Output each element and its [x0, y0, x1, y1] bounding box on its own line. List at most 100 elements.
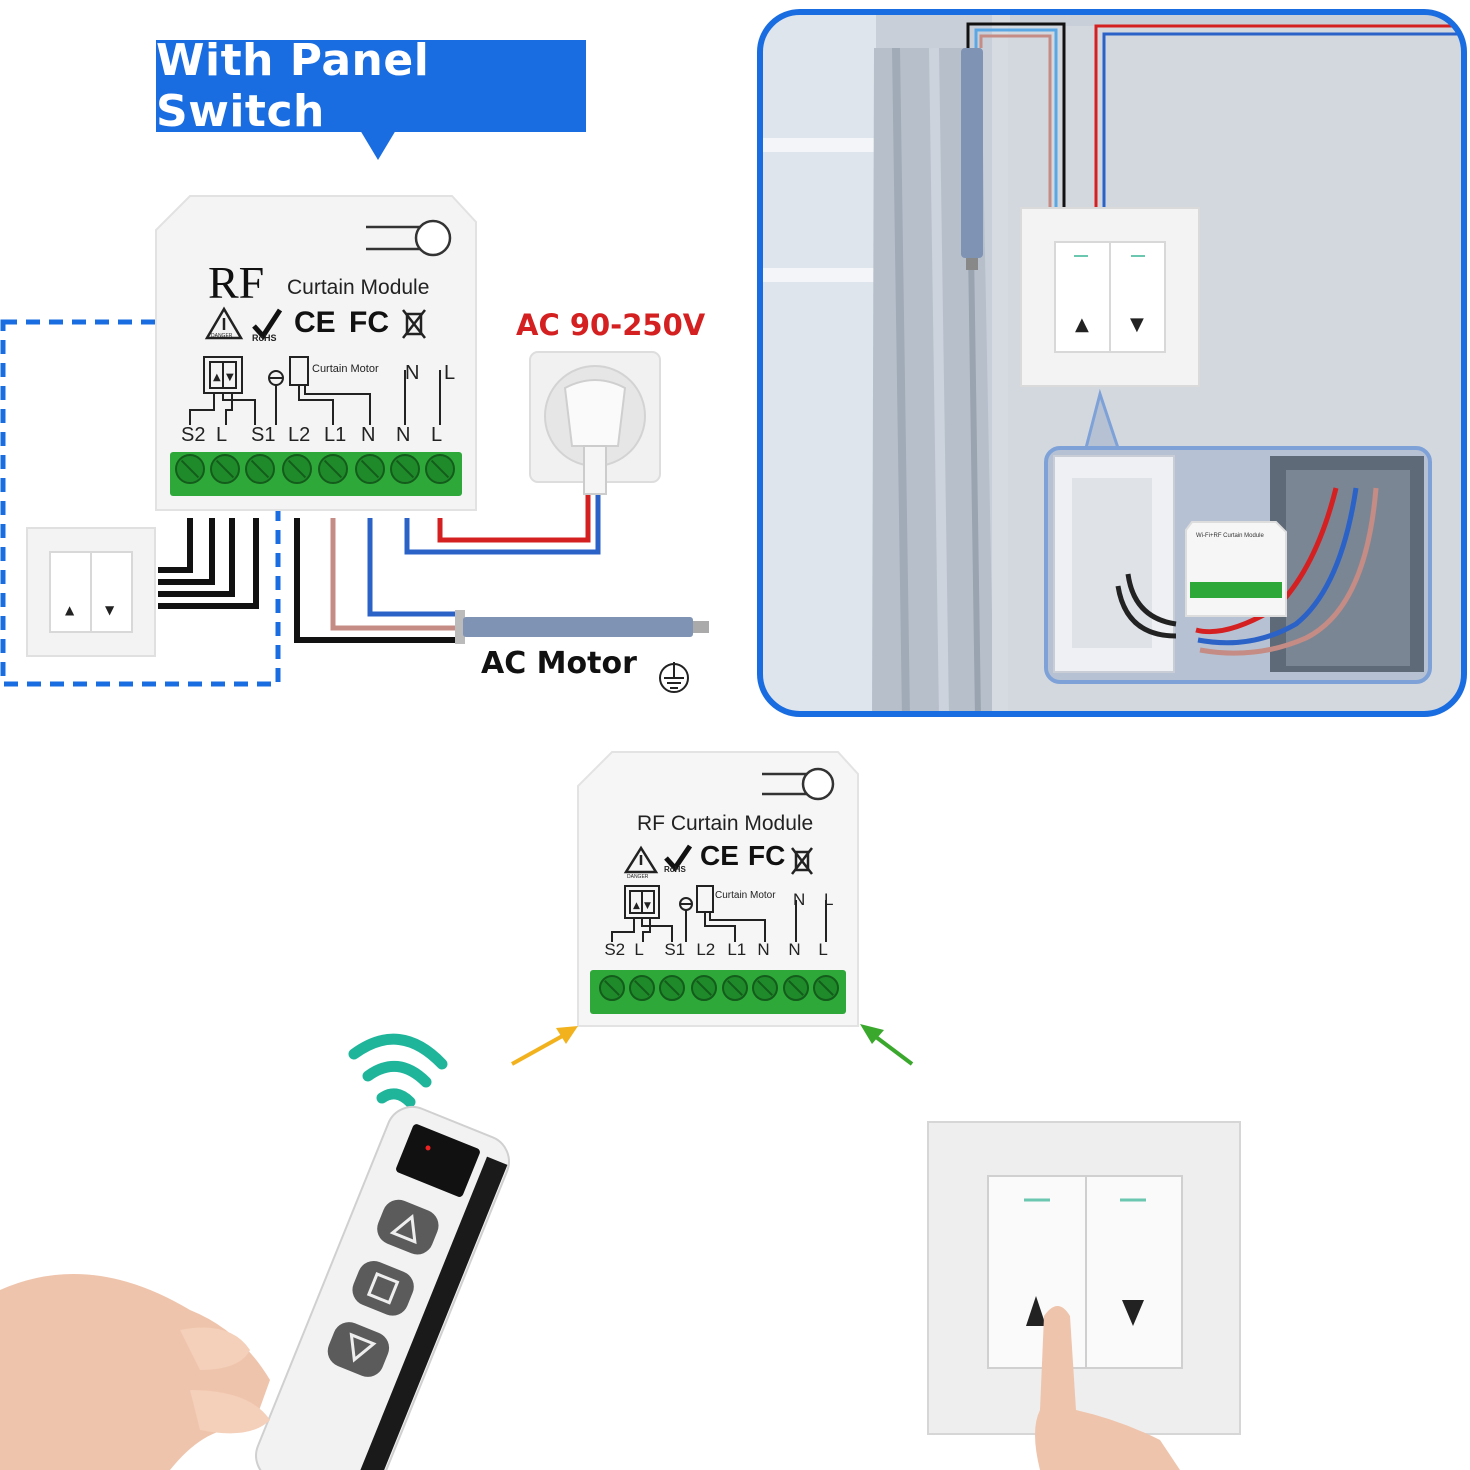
terminal-label: N: [788, 940, 801, 959]
bottom-terminal-block: [590, 970, 846, 1014]
bottom-module-tab: [762, 767, 835, 801]
weee-bin-icon: [791, 847, 813, 875]
module-body: [155, 195, 477, 511]
ce-mark: CE: [700, 840, 739, 871]
danger-icon: [623, 845, 659, 874]
down-arrow-icon: ▼: [644, 901, 651, 911]
switch-area-outline: [0, 319, 281, 687]
finger: [1035, 1306, 1180, 1470]
rohs-mark: RoHS: [252, 333, 277, 343]
terminal-label: L: [818, 940, 828, 959]
up-arrow-icon: ▲: [1075, 314, 1089, 335]
scene-frame: [757, 9, 1467, 717]
motor-label: Curtain Motor: [312, 363, 379, 375]
installation-scene: ▲ ▼: [757, 9, 1467, 717]
banner-title: With Panel Switch: [156, 35, 586, 137]
terminal-label: L: [634, 940, 644, 959]
plug-cable: [583, 445, 607, 495]
inset-module-label: Wi-Fi+RF Curtain Module: [1196, 533, 1264, 539]
down-arrow-icon: ▼: [1130, 314, 1144, 335]
danger-mark: DANGER: [627, 874, 649, 880]
up-arrow-icon: ▲: [65, 603, 75, 617]
remote-led: [425, 1145, 431, 1151]
bottom-motor-label: Curtain Motor: [715, 890, 776, 901]
terminal-label: S1: [664, 940, 686, 959]
terminal-screws: [175, 454, 455, 484]
motor-wire-brown: [330, 518, 455, 631]
terminal-label: L2: [288, 424, 311, 446]
remote-control: [255, 1105, 510, 1470]
hand-left: [0, 1274, 270, 1470]
down-arrow-icon: ▼: [226, 372, 234, 383]
terminal-label: L1: [324, 424, 347, 446]
callout-pointer: [1084, 388, 1120, 449]
motor-tube: [463, 617, 693, 637]
terminal-label: N: [361, 424, 376, 446]
rohs-mark: RoHS: [664, 865, 686, 874]
upper-label-l: L: [444, 362, 456, 384]
motor-wire-black: [294, 518, 455, 643]
up-arrow-icon: ▲: [213, 372, 221, 383]
motor-cap: [455, 610, 465, 644]
down-arrow-icon: ▼: [105, 603, 115, 617]
up-arrow-icon: [389, 1214, 417, 1245]
bottom-scene: ▲ ▼: [0, 751, 1241, 1470]
motor-wire-blue: [367, 518, 455, 617]
bottom-upper-label-n: N: [793, 890, 806, 909]
danger-mark: DANGER: [211, 333, 233, 339]
terminal-label: S2: [181, 424, 206, 446]
remote-screen: [396, 1124, 480, 1197]
terminal-block: [170, 452, 462, 496]
fcc-mark: FC: [748, 840, 786, 871]
power-wire-blue: [404, 494, 601, 555]
ce-mark: CE: [294, 306, 336, 339]
terminal-label: S2: [604, 940, 626, 959]
ground-icon: [659, 662, 689, 693]
wire-lightblue: [974, 28, 1058, 216]
switch-symbol: [611, 885, 673, 942]
rohs-check-icon: [664, 844, 693, 873]
terminal-label: N: [396, 424, 411, 446]
arrow-from-switch: [870, 1032, 914, 1066]
switch-symbol: [189, 356, 256, 425]
stop-icon: [366, 1272, 400, 1305]
rohs-check-icon: [252, 308, 283, 341]
terminal-label: L2: [696, 940, 716, 959]
up-arrow-icon: ▲: [633, 901, 640, 911]
terminal-label: L: [431, 424, 443, 446]
terminal-label: L: [216, 424, 228, 446]
power-wire-red: [437, 494, 591, 543]
plug: [563, 379, 627, 447]
curtain-motor: [961, 48, 983, 258]
motor-symbol: [268, 356, 441, 425]
switch-wires: [158, 518, 259, 609]
upper-label-n: N: [405, 362, 420, 384]
wire-red: [1094, 24, 1464, 216]
weee-bin-icon: [402, 309, 426, 339]
power-label: AC 90-250V: [516, 308, 706, 342]
wire-blue: [1102, 32, 1464, 216]
bottom-upper-label-l: L: [824, 890, 834, 909]
motor-label-text: AC Motor: [481, 646, 637, 681]
terminal-label: L1: [727, 940, 747, 959]
up-arrow-icon: [1026, 1296, 1046, 1326]
bottom-module-body: [577, 751, 859, 1027]
bottom-module-title: RF Curtain Module: [637, 812, 814, 835]
banner-pointer: [360, 130, 396, 160]
fcc-mark: FC: [349, 306, 389, 339]
remote-buttons: [327, 1199, 439, 1377]
down-arrow-icon: [1122, 1300, 1144, 1326]
module-tab: [366, 219, 452, 257]
door-frame: [992, 12, 1010, 714]
wireless-signal-icon: [348, 1033, 448, 1108]
motor-symbol: [679, 885, 827, 942]
arrow-from-remote: [511, 1032, 567, 1066]
module-brand: RF: [208, 257, 265, 308]
panel-switch-small: [26, 527, 156, 657]
danger-icon: [204, 306, 244, 340]
bottom-terminal-screws: [599, 975, 839, 1001]
wiring-diagram: ▲ ▼: [0, 195, 709, 693]
wire-black: [966, 22, 1066, 216]
module-name: Curtain Module: [287, 276, 430, 299]
